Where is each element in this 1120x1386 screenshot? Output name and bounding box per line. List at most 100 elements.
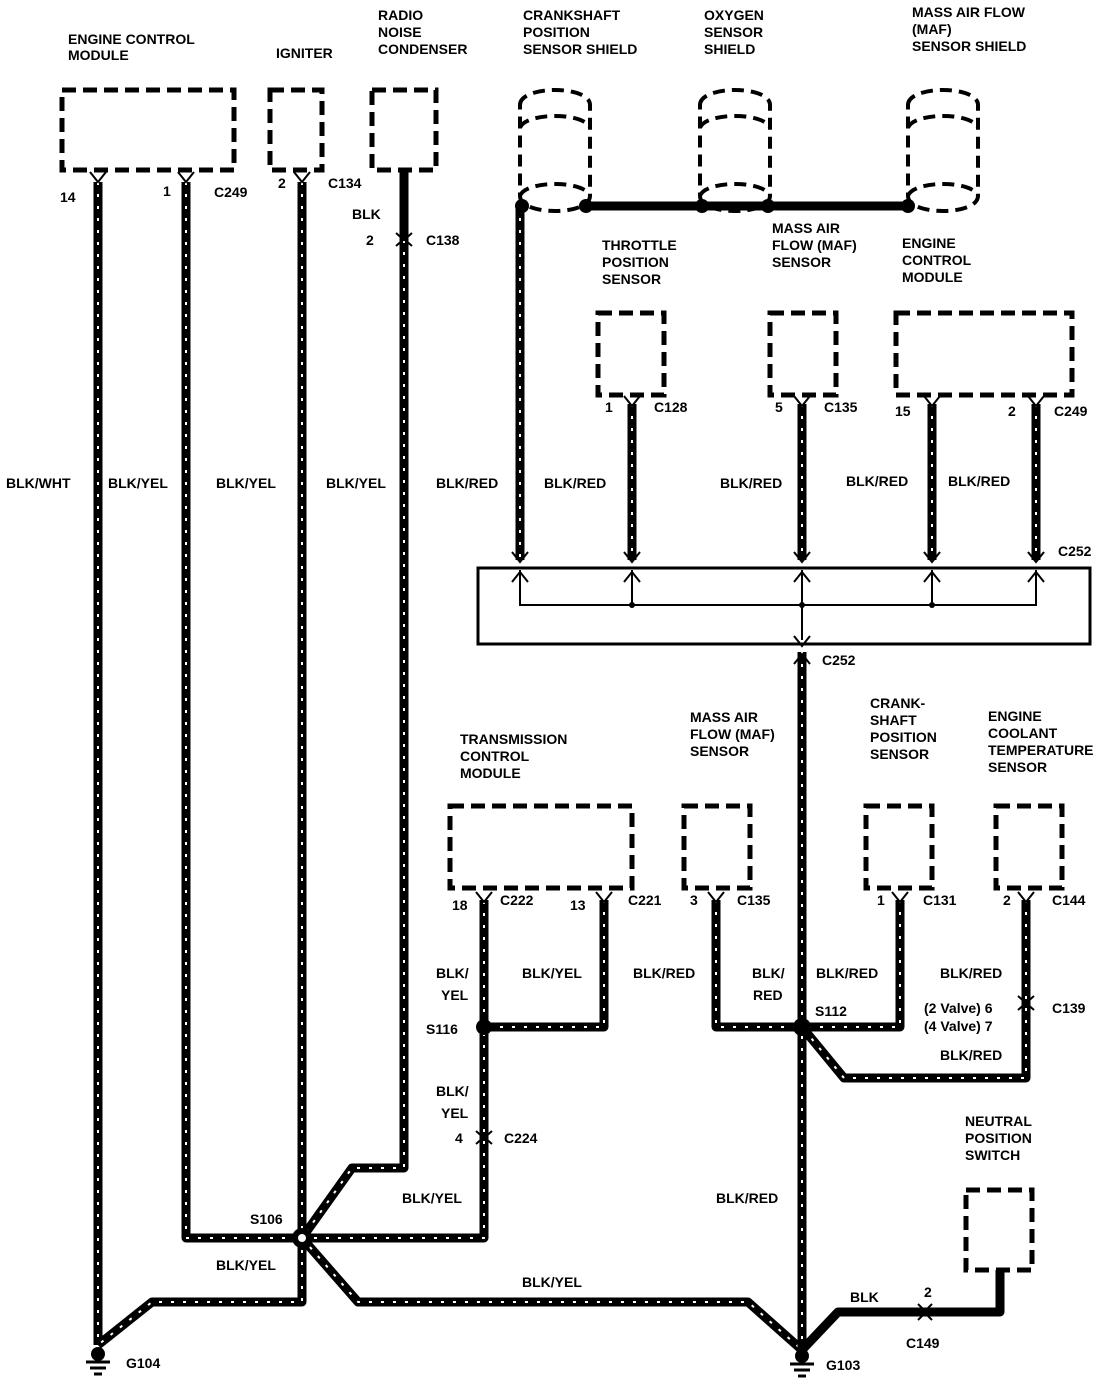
- o2-shield: [698, 88, 772, 213]
- splice-s116-label: S116: [426, 1021, 458, 1037]
- label-line: CRANK-: [870, 695, 926, 711]
- connector-c252-top: C252: [1058, 543, 1092, 559]
- wire-label: BLK: [352, 206, 381, 222]
- wire-label: BLK/RED: [940, 965, 1002, 981]
- pin-c149: 2: [924, 1284, 932, 1300]
- pin-ckp-lower-1: 1: [877, 892, 885, 908]
- label-ckp-lower: CRANK- SHAFT POSITION SENSOR: [870, 695, 937, 762]
- label-line: MODULE: [902, 269, 963, 285]
- ckp-lower-box: [863, 803, 935, 891]
- connector-c252-bottom: C252: [822, 652, 856, 668]
- connector-c135-upper: C135: [824, 399, 858, 415]
- connector-c128: C128: [654, 399, 688, 415]
- label-ecm-mid: ENGINE CONTROL MODULE: [902, 235, 972, 285]
- connector-arrows: [89, 171, 1045, 904]
- label-line: THROTTLE: [602, 237, 677, 253]
- wire-label: BLK/: [436, 965, 469, 981]
- pin-ect-2: 2: [1003, 892, 1011, 908]
- label-ecm-top: ENGINE CONTROL MODULE: [68, 31, 195, 63]
- splice-s116: [476, 1019, 492, 1035]
- wire-label: BLK/YEL: [216, 475, 276, 491]
- maf-lower-box: [681, 803, 753, 891]
- label-radio-condenser: RADIO NOISE CONDENSER: [378, 7, 467, 57]
- wire-label: BLK/: [436, 1083, 469, 1099]
- label-maf-shield: MASS AIR FLOW (MAF) SENSOR SHIELD: [912, 4, 1026, 54]
- label-line: CONTROL: [460, 748, 530, 764]
- label-nps: NEUTRAL POSITION SWITCH: [965, 1113, 1032, 1163]
- label-line: OXYGEN: [704, 7, 764, 23]
- joint-connector-c252: [476, 566, 1092, 646]
- label-line: ENGINE: [988, 708, 1042, 724]
- pin-c139-4valve: (4 Valve) 7: [924, 1018, 993, 1034]
- tps-box: [595, 310, 667, 398]
- nps-box: [963, 1187, 1035, 1273]
- pin-tcm-18: 18: [452, 897, 468, 913]
- connector-c224: C224: [504, 1130, 538, 1146]
- splice-s112: [793, 1018, 811, 1036]
- connector-c221: C221: [628, 892, 662, 908]
- wire-label: BLK: [850, 1289, 879, 1305]
- label-line: MODULE: [460, 765, 521, 781]
- wire-label: BLK/RED: [436, 475, 498, 491]
- wire-label: YEL: [441, 1105, 469, 1121]
- label-line: RADIO: [378, 7, 423, 23]
- label-ckp-shield: CRANKSHAFT POSITION SENSOR SHIELD: [523, 7, 637, 57]
- label-line: POSITION: [965, 1130, 1032, 1146]
- label-o2-shield: OXYGEN SENSOR SHIELD: [704, 7, 764, 57]
- label-line: NEUTRAL: [965, 1113, 1032, 1129]
- label-line: NOISE: [378, 24, 422, 40]
- splice-s112-label: S112: [815, 1003, 847, 1019]
- wire-label: BLK/RED: [633, 965, 695, 981]
- igniter-box: [267, 87, 325, 173]
- label-tps: THROTTLE POSITION SENSOR: [602, 237, 677, 287]
- ground-g103-label: G103: [826, 1357, 860, 1373]
- maf-upper-box: [767, 310, 839, 398]
- connector-c135-lower: C135: [737, 892, 771, 908]
- pin-maf-lower-3: 3: [690, 892, 698, 908]
- maf-shield: [906, 88, 980, 213]
- pin-ecm-mid-2: 2: [1008, 403, 1016, 419]
- label-line: SENSOR SHIELD: [912, 38, 1026, 54]
- label-line: ENGINE: [902, 235, 956, 251]
- label-tcm: TRANSMISSION CONTROL MODULE: [460, 731, 567, 781]
- pin-igniter-2: 2: [278, 175, 286, 191]
- connector-c131: C131: [923, 892, 957, 908]
- splice-s106-center: [298, 1234, 306, 1242]
- connector-c134: C134: [328, 175, 362, 191]
- label-line: (MAF): [912, 21, 952, 37]
- label-line: SENSOR: [690, 743, 749, 759]
- shield-dots: [515, 199, 915, 213]
- label-line: TRANSMISSION: [460, 731, 567, 747]
- label-maf-upper: MASS AIR FLOW (MAF) SENSOR: [772, 220, 857, 270]
- ground-g103-icon: [790, 1349, 814, 1378]
- label-line: COOLANT: [988, 725, 1058, 741]
- splice-s106-label: S106: [250, 1211, 283, 1227]
- label-line: MASS AIR: [690, 709, 758, 725]
- c252-internal-junctions: [629, 602, 935, 608]
- connector-c138: C138: [426, 232, 460, 248]
- label-line: SENSOR: [870, 746, 929, 762]
- label-line: SENSOR: [602, 271, 661, 287]
- label-line: SWITCH: [965, 1147, 1020, 1163]
- label-line: CRANKSHAFT: [523, 7, 621, 23]
- radio-condenser-box: [369, 87, 439, 173]
- pin-ecm-mid-15: 15: [895, 403, 911, 419]
- wire-label: BLK/YEL: [522, 1274, 582, 1290]
- pin-c224: 4: [455, 1130, 463, 1146]
- label-line: POSITION: [870, 729, 937, 745]
- pin-ecm-14: 14: [60, 189, 76, 205]
- label-maf-lower: MASS AIR FLOW (MAF) SENSOR: [690, 709, 775, 759]
- c252-internal-bus: [519, 570, 1037, 640]
- wire-label: BLK/RED: [940, 1047, 1002, 1063]
- connector-c144: C144: [1052, 892, 1086, 908]
- wire-label: RED: [753, 987, 783, 1003]
- connector-c249-mid: C249: [1054, 403, 1088, 419]
- wire-label: BLK/YEL: [216, 1257, 276, 1273]
- label-igniter: IGNITER: [276, 45, 333, 61]
- wires: [93, 170, 1041, 1354]
- wire-label: BLK/RED: [544, 475, 606, 491]
- ecm-top-box: [59, 87, 237, 173]
- label-line: MASS AIR FLOW: [912, 4, 1026, 20]
- pin-maf-upper-5: 5: [775, 399, 783, 415]
